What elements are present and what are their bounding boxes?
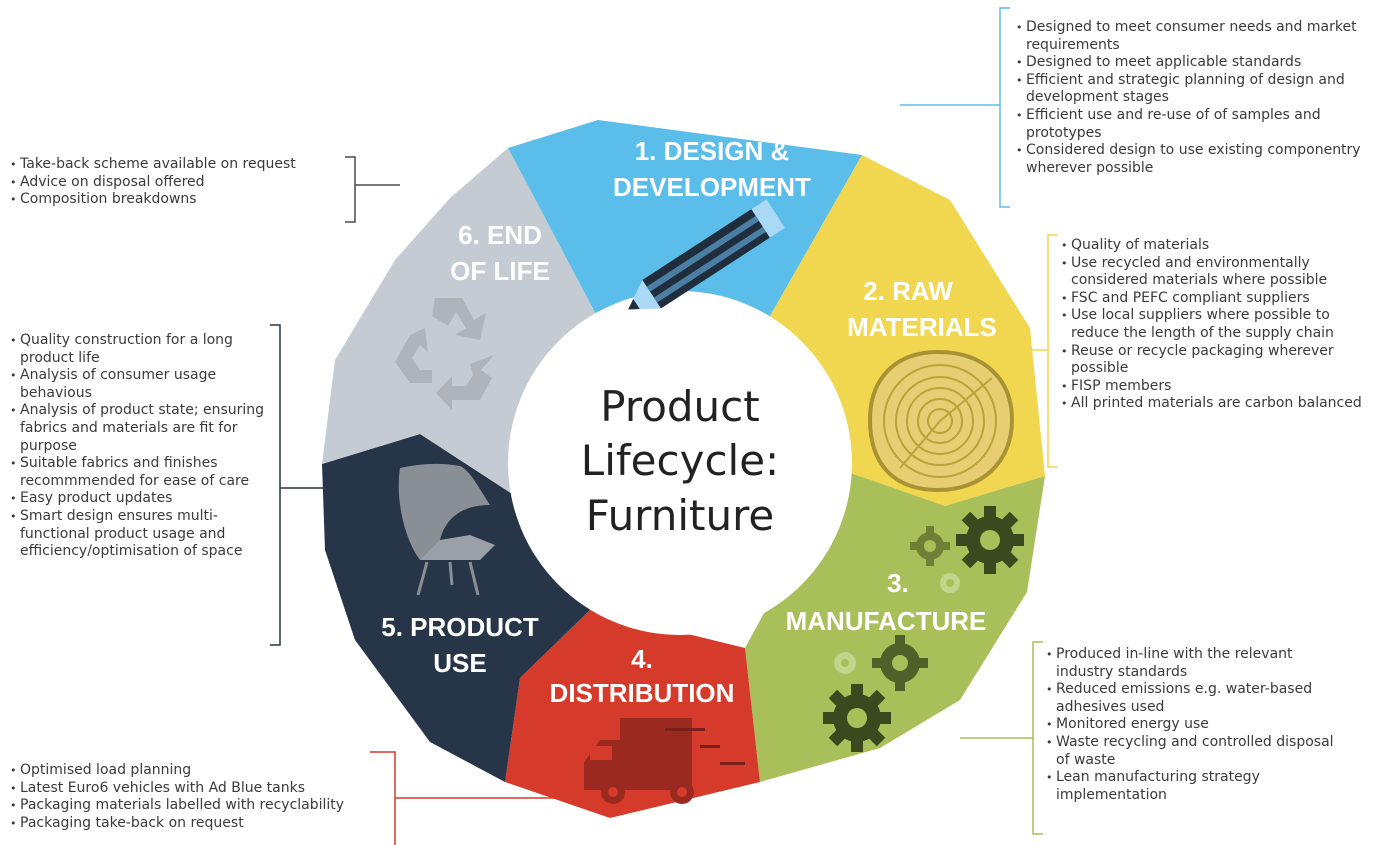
segment-design	[508, 120, 862, 330]
list-item: Monitored energy use	[1046, 716, 1346, 734]
recycle-icon	[395, 298, 494, 410]
list-item: Designed to meet consumer needs and mark…	[1016, 19, 1366, 54]
center-circle	[508, 291, 852, 635]
manufacture-title-1: 3.	[887, 568, 909, 598]
gear-small-top	[910, 526, 950, 566]
raw-title-2: MATERIALS	[847, 312, 997, 342]
truck-icon	[584, 718, 745, 804]
list-item: Analysis of product state; ensuring fabr…	[10, 402, 272, 455]
list-item: Packaging materials labelled with recycl…	[10, 797, 390, 815]
list-item: Use local suppliers where possible to re…	[1061, 307, 1366, 342]
end-of-life-title-2: OF LIFE	[450, 256, 550, 286]
product-use-title-2: USE	[433, 648, 486, 678]
list-item: Efficient use and re-use of of samples a…	[1016, 107, 1366, 142]
raw-materials-list: Quality of materials Use recycled and en…	[1061, 237, 1366, 413]
design-title-2: DEVELOPMENT	[613, 172, 811, 202]
list-item: Considered design to use existing compon…	[1016, 142, 1366, 177]
design-title-1: 1. DESIGN &	[635, 136, 790, 166]
gear-small-mid	[834, 652, 856, 674]
distribution-title-2: DISTRIBUTION	[550, 678, 735, 708]
list-item: Analysis of consumer usage behavious	[10, 367, 272, 402]
manufacture-bracket	[960, 641, 1043, 835]
connectors	[270, 7, 1058, 845]
list-item: Smart design ensures multi-functional pr…	[10, 508, 272, 561]
list-item: Lean manufacturing strategy implementati…	[1046, 769, 1346, 804]
segment-titles: 1. DESIGN & DEVELOPMENT 2. RAW MATERIALS…	[381, 136, 997, 708]
list-item: Quality construction for a long product …	[10, 332, 272, 367]
list-item: Use recycled and environmentally conside…	[1061, 255, 1366, 290]
distribution-title-1: 4.	[631, 644, 653, 674]
list-item: Efficient and strategic planning of desi…	[1016, 72, 1366, 107]
list-item: Reduced emissions e.g. water-based adhes…	[1046, 681, 1346, 716]
gear-mid	[872, 635, 928, 691]
design-list: Designed to meet consumer needs and mark…	[1016, 19, 1366, 177]
product-use-title-1: 5. PRODUCT	[381, 612, 539, 642]
gear-large-bottom	[823, 684, 891, 752]
design-bracket	[900, 7, 1010, 208]
list-item: Easy product updates	[10, 490, 272, 508]
list-item: Designed to meet applicable standards	[1016, 54, 1366, 72]
center-title: Product Lifecycle: Furniture	[581, 382, 779, 540]
center-line-1: Product	[600, 382, 759, 431]
tree-rings-icon	[867, 349, 1015, 493]
segment-distribution	[505, 610, 760, 818]
list-item: Quality of materials	[1061, 237, 1366, 255]
list-item: Reuse or recycle packaging wherever poss…	[1061, 343, 1366, 378]
list-item: Take-back scheme available on request	[10, 156, 350, 174]
list-item: FSC and PEFC compliant suppliers	[1061, 290, 1366, 308]
raw-title-1: 2. RAW	[863, 276, 953, 306]
end-of-life-bracket	[345, 156, 400, 223]
chair-icon	[398, 463, 495, 596]
manufacture-list: Produced in-line with the relevant indus…	[1046, 646, 1346, 804]
center-line-3: Furniture	[586, 491, 775, 540]
product-use-bracket	[270, 324, 325, 646]
list-item: Composition breakdowns	[10, 191, 350, 209]
pencil-icon	[628, 199, 785, 310]
list-item: All printed materials are carbon balance…	[1061, 395, 1366, 413]
gear-tiny	[940, 573, 960, 593]
list-item: Advice on disposal offered	[10, 174, 350, 192]
distribution-list: Optimised load planning Latest Euro6 veh…	[10, 762, 390, 832]
center-line-2: Lifecycle:	[581, 436, 779, 485]
manufacture-title-2: MANUFACTURE	[786, 606, 987, 636]
list-item: Suitable fabrics and finishes recommmend…	[10, 455, 272, 490]
product-use-list: Quality construction for a long product …	[10, 332, 272, 561]
gear-large-top	[956, 506, 1024, 574]
list-item: Packaging take-back on request	[10, 815, 390, 833]
list-item: Optimised load planning	[10, 762, 390, 780]
end-of-life-list: Take-back scheme available on request Ad…	[10, 156, 350, 209]
list-item: FISP members	[1061, 378, 1366, 396]
list-item: Latest Euro6 vehicles with Ad Blue tanks	[10, 780, 390, 798]
list-item: Produced in-line with the relevant indus…	[1046, 646, 1346, 681]
end-of-life-title-1: 6. END	[458, 220, 542, 250]
list-item: Waste recycling and controlled disposal …	[1046, 734, 1346, 769]
gears-icon	[823, 506, 1024, 752]
